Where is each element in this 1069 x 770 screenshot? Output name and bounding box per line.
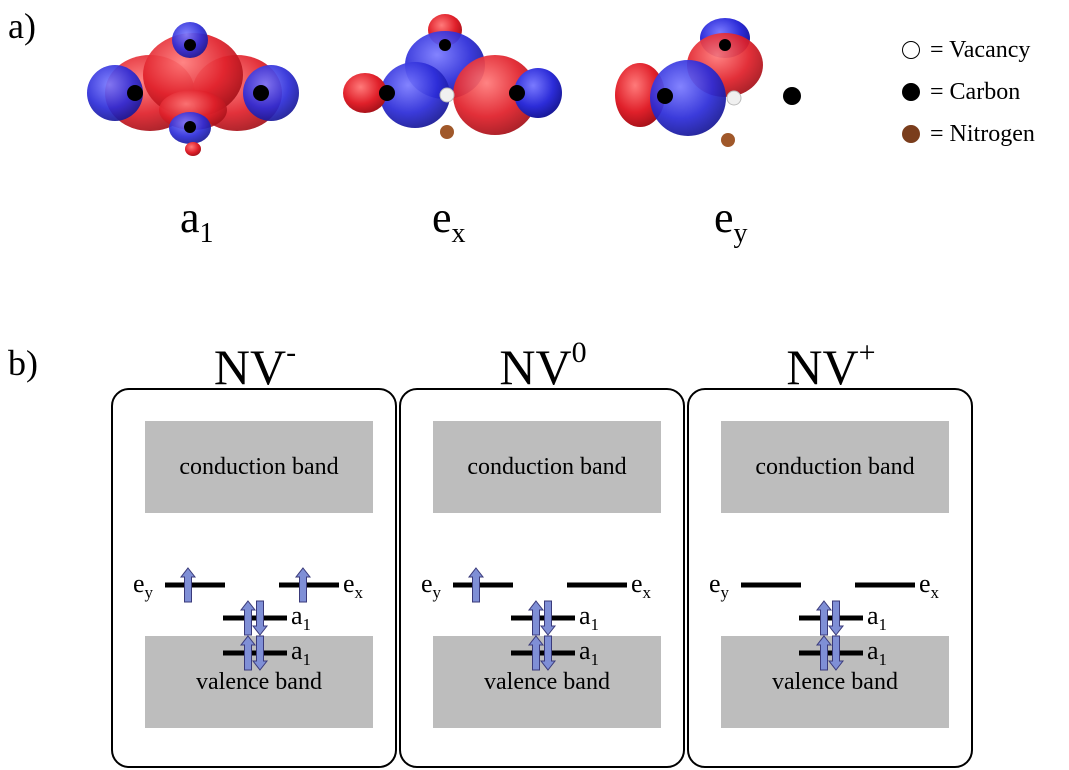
a1-upper-electron-arrow-down [539,600,557,636]
orbital-a1-image [87,22,299,156]
state-title-nv-plus: NV+ [786,336,876,395]
a1-lower-electron-arrow-up [239,635,257,671]
orbital-ey-image [615,18,801,147]
conduction-band: conduction band [721,421,949,513]
legend-nitrogen: = Nitrogen [902,120,1035,148]
energy-level-diagram [453,567,627,671]
vacancy-marker-icon [902,41,920,59]
a1-upper-electron-arrow-down [827,600,845,636]
a1-lower-electron-arrow-down [827,635,845,671]
a1-upper-level-label: a1 [867,601,888,634]
a1-lower-electron-arrow-down [539,635,557,671]
legend-vacancy: = Vacancy [902,36,1030,64]
legend-carbon: = Carbon [902,78,1020,106]
a1-lower-electron-arrow-up [527,635,545,671]
nitrogen-marker-icon [902,125,920,143]
ex-electron-arrow-up [294,567,312,603]
a1-lower-level-label: a1 [291,636,312,669]
a1-upper-electron-arrow-up [239,600,257,636]
a1-lower-level-label: a1 [579,636,600,669]
a1-upper-level-label: a1 [291,601,312,634]
orbital-a1-caption: a1 [180,193,214,249]
panel-a-label: a) [8,6,36,46]
a1-lower-electron-arrow-down [251,635,269,671]
energy-level-diagram [741,582,915,671]
ex-level-label: ex [919,569,940,602]
orbital-ex-caption: ex [432,193,466,249]
ex-level-label: ex [343,569,364,602]
ey-electron-arrow-up [179,567,197,603]
carbon-marker-icon [902,83,920,101]
panel-b-label: b) [8,343,38,383]
state-title-nv-zero: NV0 [499,336,587,395]
a1-upper-electron-arrow-down [251,600,269,636]
a1-upper-electron-arrow-up [527,600,545,636]
orbital-ey-caption: ey [714,193,748,249]
ey-electron-arrow-up [467,567,485,603]
conduction-band: conduction band [433,421,661,513]
conduction-band: conduction band [145,421,373,513]
valence-band: valence band [433,636,661,728]
state-title-nv-minus: NV- [213,336,297,395]
ey-level-label: ey [133,569,154,602]
orbital-ex-image [343,14,562,139]
energy-level-diagram [165,567,339,671]
ex-level-label: ex [631,569,652,602]
a1-lower-level-label: a1 [867,636,888,669]
a1-upper-electron-arrow-up [815,600,833,636]
ey-level-label: ey [421,569,442,602]
a1-lower-electron-arrow-up [815,635,833,671]
ey-level-label: ey [709,569,730,602]
a1-upper-level-label: a1 [579,601,600,634]
